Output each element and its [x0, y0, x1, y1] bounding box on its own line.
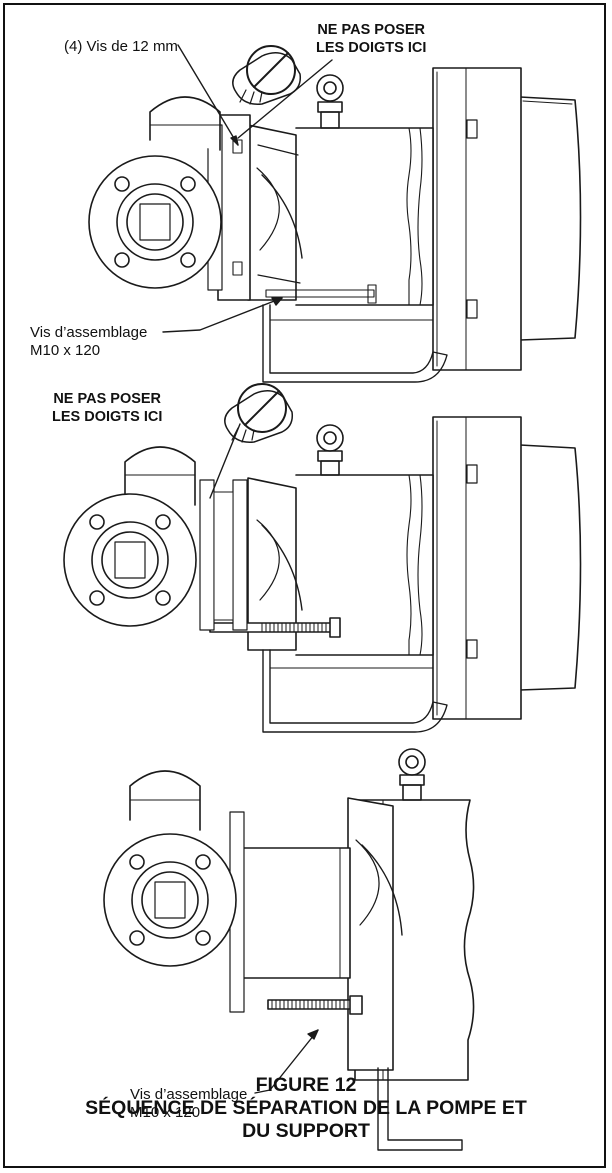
- assembly-screw-label-bottom: Vis d’assemblage M10 x 120: [130, 1086, 247, 1122]
- caption-line-2: DU SUPPORT: [242, 1120, 370, 1142]
- figure-number: FIGURE 12: [255, 1074, 357, 1096]
- warning-middle-line-2: LES DOIGTS ICI: [52, 409, 163, 425]
- view-1-assembled: [88, 67, 582, 383]
- assembly-screw-top-line-2: M10 x 120: [30, 342, 101, 359]
- caption-line-1: SÉQUENCE DE SÉPARATION DE LA POMPE ET: [85, 1097, 527, 1119]
- view-3-separated: [103, 748, 475, 1151]
- warning-top: NE PAS POSER LES DOIGTS ICI: [316, 21, 426, 57]
- assembly-screw-bottom-line-2: M10 x 120: [130, 1104, 201, 1121]
- warning-middle-line-1: NE PAS POSER: [53, 391, 162, 407]
- no-hand-icon: [224, 383, 294, 443]
- view-2-partially-separated: [63, 416, 582, 733]
- leader-lines: [162, 44, 333, 1094]
- warning-top-line-2: LES DOIGTS ICI: [316, 40, 427, 56]
- assembly-screw-label-top: Vis d’assemblage M10 x 120: [30, 324, 147, 360]
- warning-middle: NE PAS POSER LES DOIGTS ICI: [52, 390, 162, 426]
- warning-top-line-1: NE PAS POSER: [317, 22, 426, 38]
- figure-frame: [3, 3, 606, 1168]
- assembly-screw-top-line-1: Vis d’assemblage: [30, 324, 148, 341]
- assembly-screw-bottom-line-1: Vis d’assemblage: [130, 1086, 248, 1103]
- screws-12mm-label: (4) Vis de 12 mm: [64, 38, 178, 55]
- no-hand-icon: [232, 45, 302, 105]
